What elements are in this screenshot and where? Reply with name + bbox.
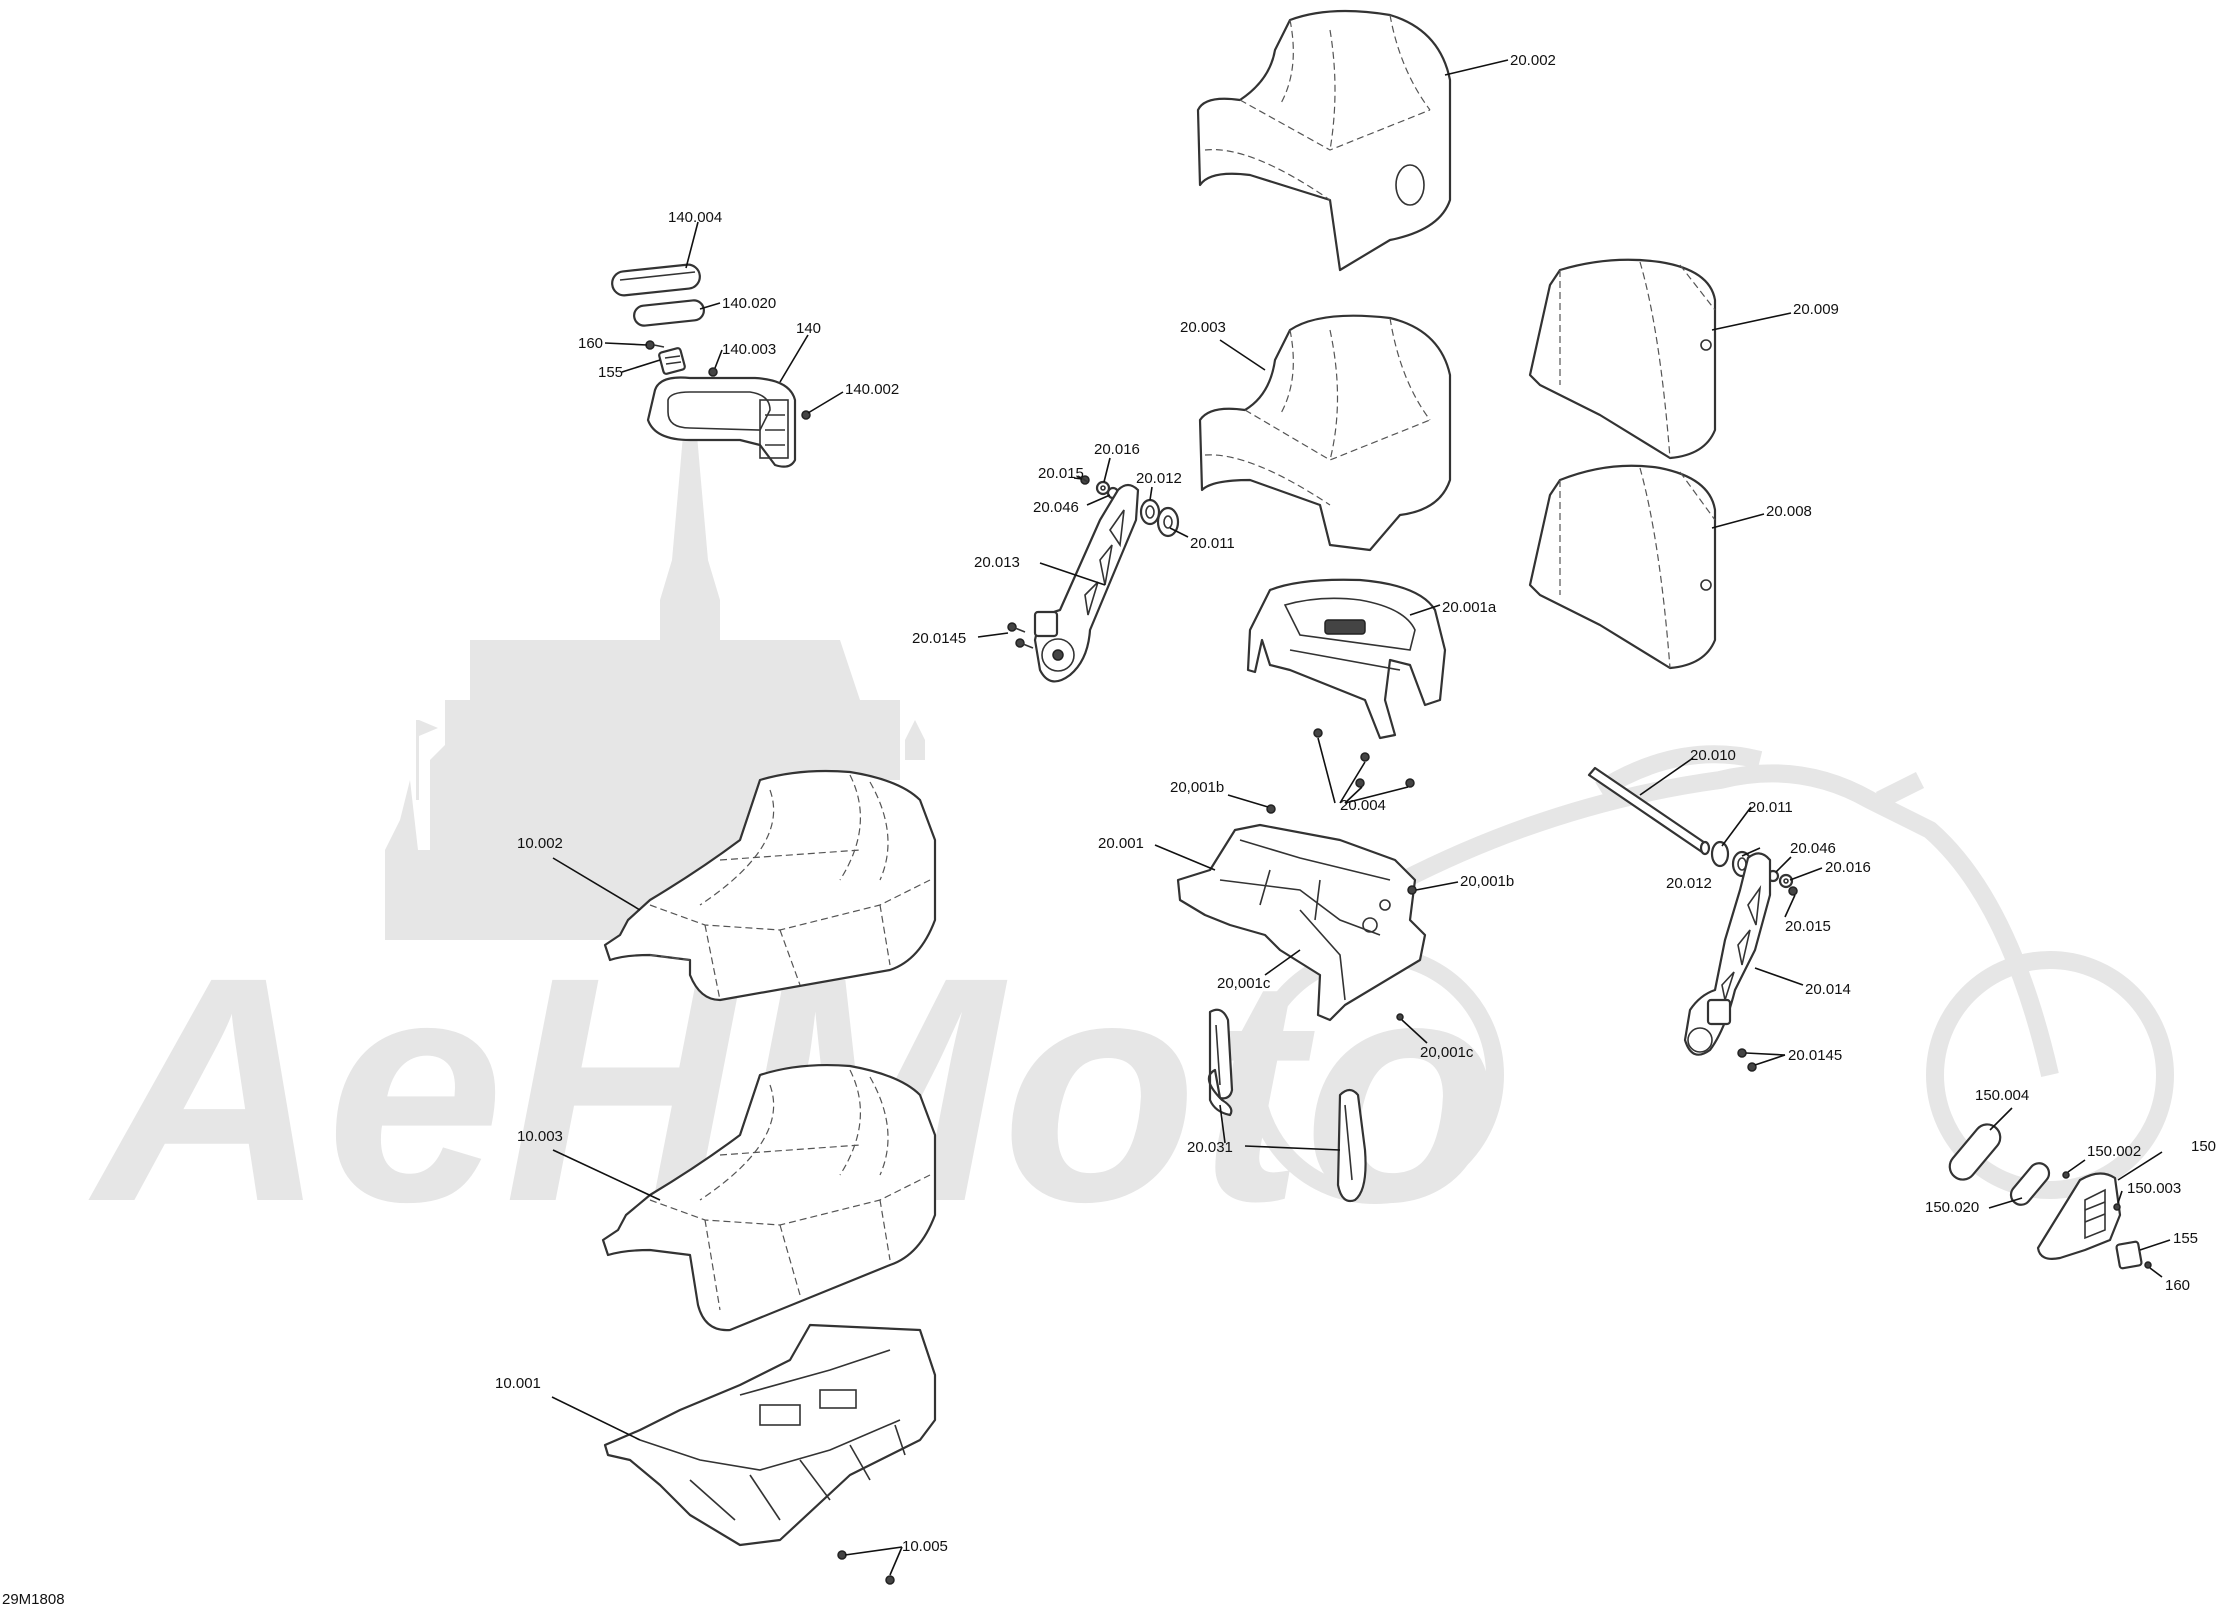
arm-20-013 bbox=[1033, 483, 1140, 683]
seat-pan-10-001 bbox=[603, 1323, 937, 1547]
label-155-b: 155 bbox=[2173, 1230, 2198, 1247]
screws-20-0145-a bbox=[1007, 622, 1034, 649]
label-20-001: 20.001 bbox=[1098, 835, 1144, 852]
label-150-004: 150.004 bbox=[1975, 1087, 2029, 1104]
label-20-015-b: 20.015 bbox=[1785, 918, 1831, 935]
washer-20-011-b bbox=[1710, 840, 1730, 868]
screw-160-b bbox=[2144, 1261, 2152, 1269]
backrest-frame-20-001a bbox=[1246, 578, 1447, 740]
washer-20-011-a bbox=[1156, 506, 1180, 538]
screw-140-003 bbox=[708, 367, 718, 377]
screw-20-015-a bbox=[1077, 475, 1090, 485]
label-140-002: 140.002 bbox=[845, 381, 899, 398]
label-150: 150 bbox=[2191, 1138, 2216, 1155]
screw-20-001b-a bbox=[1266, 804, 1276, 814]
seat-cover-10-002 bbox=[603, 769, 937, 1002]
label-140: 140 bbox=[796, 320, 821, 337]
label-20-001c-b: 20,001c bbox=[1420, 1044, 1474, 1061]
label-150-003: 150.003 bbox=[2127, 1180, 2181, 1197]
label-20-011-a: 20.011 bbox=[1190, 535, 1235, 552]
pad-20-031-b bbox=[1336, 1088, 1367, 1203]
backrest-panel-20-009 bbox=[1528, 258, 1717, 460]
part-labels: 140.004 140.020 160 140.003 140 155 140.… bbox=[495, 52, 2216, 1555]
diagram-code: 29M1808 bbox=[2, 1591, 65, 1608]
cap-155-b bbox=[2115, 1240, 2143, 1270]
washer-20-016-a bbox=[1095, 480, 1111, 496]
screw-150-002 bbox=[2062, 1171, 2070, 1179]
label-20-016-a: 20.016 bbox=[1094, 441, 1140, 458]
label-150-002: 150.002 bbox=[2087, 1143, 2141, 1160]
grip-140-020 bbox=[633, 299, 705, 327]
label-20-001a: 20.001a bbox=[1442, 599, 1497, 616]
label-20-002: 20.002 bbox=[1510, 52, 1556, 69]
screw-20-001b-b bbox=[1407, 885, 1417, 895]
label-20-012-a: 20.012 bbox=[1136, 470, 1182, 487]
label-10-002: 10.002 bbox=[517, 835, 563, 852]
seat-base-20-001 bbox=[1176, 823, 1427, 1022]
label-20-001c-a: 20,001c bbox=[1217, 975, 1271, 992]
label-20-013: 20.013 bbox=[974, 554, 1020, 571]
label-10-001: 10.001 bbox=[495, 1375, 541, 1392]
label-20-0145-b: 20.0145 bbox=[1788, 1047, 1842, 1064]
label-20-012-b: 20.012 bbox=[1666, 875, 1712, 892]
backrest-cover-20-002 bbox=[1196, 9, 1452, 272]
label-20-004: 20.004 bbox=[1340, 797, 1386, 814]
label-20-031: 20.031 bbox=[1187, 1139, 1233, 1156]
washer-20-016-b bbox=[1778, 873, 1794, 889]
label-20-009: 20.009 bbox=[1793, 301, 1839, 318]
leader-lines bbox=[551, 59, 2171, 1576]
label-20-0145-a: 20.0145 bbox=[912, 630, 966, 647]
rod-20-010 bbox=[1587, 766, 1711, 856]
label-20-046-b: 20.046 bbox=[1790, 840, 1836, 857]
label-20-003: 20.003 bbox=[1180, 319, 1226, 336]
label-140-020: 140.020 bbox=[722, 295, 776, 312]
label-20-008: 20.008 bbox=[1766, 503, 1812, 520]
label-20-010: 20.010 bbox=[1690, 747, 1736, 764]
screw-150-003 bbox=[2113, 1203, 2121, 1211]
label-155-a: 155 bbox=[598, 364, 623, 381]
label-20-001b-b: 20,001b bbox=[1460, 873, 1514, 890]
label-10-003: 10.003 bbox=[517, 1128, 563, 1145]
pad-20-031-a bbox=[1207, 1008, 1234, 1117]
backrest-panel-20-008 bbox=[1528, 464, 1717, 670]
screw-160-a bbox=[645, 340, 665, 350]
cap-155-a bbox=[658, 347, 686, 375]
grip-150-004 bbox=[1948, 1123, 2002, 1181]
screw-20-015-b bbox=[1788, 886, 1798, 896]
screw-20-001c-b bbox=[1396, 1013, 1404, 1021]
bushing-20-012-a bbox=[1139, 498, 1161, 526]
label-160-b: 160 bbox=[2165, 1277, 2190, 1294]
handle-150 bbox=[2036, 1172, 2122, 1260]
label-20-014: 20.014 bbox=[1805, 981, 1851, 998]
screws-10-005 bbox=[837, 1550, 895, 1585]
grip-150-020 bbox=[2009, 1162, 2051, 1206]
label-10-005: 10.005 bbox=[902, 1538, 948, 1555]
label-20-016-b: 20.016 bbox=[1825, 859, 1871, 876]
arm-20-014 bbox=[1683, 852, 1772, 1056]
seat-cover-10-003 bbox=[601, 1063, 937, 1332]
label-160-a: 160 bbox=[578, 335, 603, 352]
label-20-001b-a: 20,001b bbox=[1170, 779, 1224, 796]
label-20-015-a: 20.015 bbox=[1038, 465, 1084, 482]
backrest-cover-20-003 bbox=[1198, 314, 1452, 552]
label-20-046-a: 20.046 bbox=[1033, 499, 1079, 516]
label-150-020: 150.020 bbox=[1925, 1199, 1979, 1216]
label-20-011-b: 20.011 bbox=[1748, 799, 1793, 816]
label-140-004: 140.004 bbox=[668, 209, 722, 226]
handle-140 bbox=[646, 376, 797, 468]
label-140-003: 140.003 bbox=[722, 341, 776, 358]
grip-140-004 bbox=[611, 263, 701, 297]
screws-20-004 bbox=[1313, 728, 1415, 788]
